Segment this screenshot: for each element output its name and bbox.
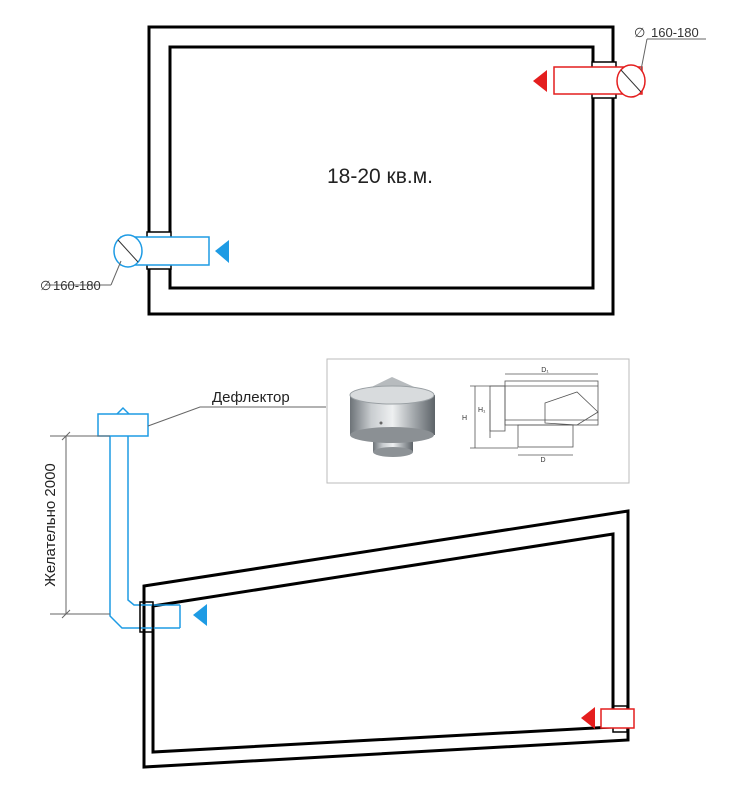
riser-right-side — [127, 436, 180, 606]
room-area-label: 18-20 кв.м. — [327, 165, 433, 188]
exhaust-duct: ∅ 160-180 — [533, 25, 706, 99]
deflector-tip — [116, 406, 130, 415]
section-exhaust-duct — [600, 708, 635, 729]
dimension-h1-label: H₁ — [478, 407, 486, 414]
section-wall-opening-left — [139, 601, 154, 633]
exhaust-diameter-label: 160-180 — [651, 25, 699, 40]
flow-arrow-icon — [193, 604, 207, 626]
exhaust-leader — [640, 38, 648, 71]
room-section: Дефлектор Желательно 2000 — [42, 389, 635, 769]
supply-duct: ∅ 160-180 — [40, 231, 229, 293]
supply-riser — [97, 406, 181, 629]
room-plan: 18-20 кв.м. ∅ 160-180 ∅ 160-180 — [40, 25, 706, 316]
deflector-leader — [147, 406, 326, 427]
dimension-d1-label: D₁ — [541, 367, 549, 374]
dimension-d-label: D — [540, 457, 545, 464]
flow-arrow-icon — [533, 70, 547, 92]
deflector-label: Дефлектор — [212, 389, 290, 406]
riser-left-side — [109, 436, 180, 629]
supply-diameter-line — [117, 239, 139, 263]
dimension-h-label: H — [462, 415, 467, 422]
flow-arrow-icon — [215, 240, 229, 263]
section-inner-wall — [151, 532, 615, 754]
exhaust-diameter-line — [620, 69, 642, 93]
diameter-symbol-icon: ∅ — [634, 25, 645, 40]
supply-diameter-label: 160-180 — [53, 278, 101, 293]
deflector-inset: D₁ H H₁ D — [326, 358, 630, 484]
deflector-cap — [97, 413, 149, 437]
flow-arrow-icon — [581, 707, 595, 729]
deflector-drawing — [470, 373, 599, 456]
diameter-symbol-icon: ∅ — [40, 278, 51, 293]
height-label: Желательно 2000 — [42, 463, 59, 587]
section-outer-wall — [142, 509, 630, 769]
deflector-photo-icon — [349, 377, 435, 457]
height-dimension — [50, 431, 110, 619]
room-outer-wall — [147, 25, 615, 316]
supply-leader — [110, 260, 122, 286]
room-inner-wall — [168, 45, 595, 290]
